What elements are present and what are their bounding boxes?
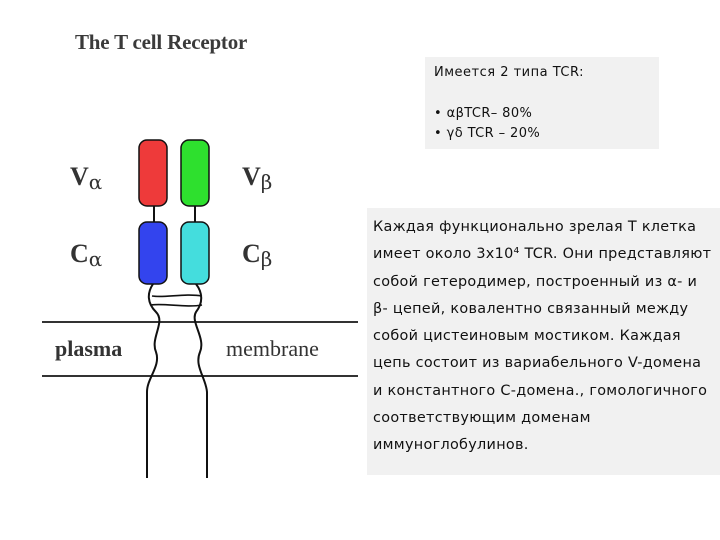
page-title: The T cell Receptor [75, 30, 248, 54]
disulfide-bridge-2 [150, 303, 203, 307]
beta-stalk [193, 283, 208, 478]
list-item: • γδ TCR – 20% [434, 126, 541, 141]
plasma-label: plasma [55, 336, 122, 361]
v-beta-domain [180, 139, 210, 207]
disulfide-bridge-1 [151, 294, 203, 298]
description-box: Каждая функционально зрелая Т клетка име… [367, 208, 720, 475]
membrane-label: membrane [226, 336, 319, 361]
description-text: Каждая функционально зрелая Т клетка име… [373, 219, 712, 454]
c-alpha-domain [138, 221, 168, 285]
v-beta-label: Vβ [242, 162, 272, 194]
c-beta-domain [180, 221, 210, 285]
tcr-types-heading: Имеется 2 типа TCR: [434, 65, 584, 80]
v-alpha-label: Vα [70, 162, 102, 194]
c-alpha-label: Cα [70, 239, 102, 271]
tcr-types-box: Имеется 2 типа TCR: • αβTCR– 80% • γδ TC… [425, 57, 659, 149]
alpha-stalk [146, 283, 161, 478]
tcr-types-list: • αβTCR– 80% • γδ TCR – 20% [434, 104, 540, 144]
list-item: • αβTCR– 80% [434, 106, 533, 121]
v-alpha-domain [138, 139, 168, 207]
c-beta-label: Cβ [242, 239, 272, 271]
